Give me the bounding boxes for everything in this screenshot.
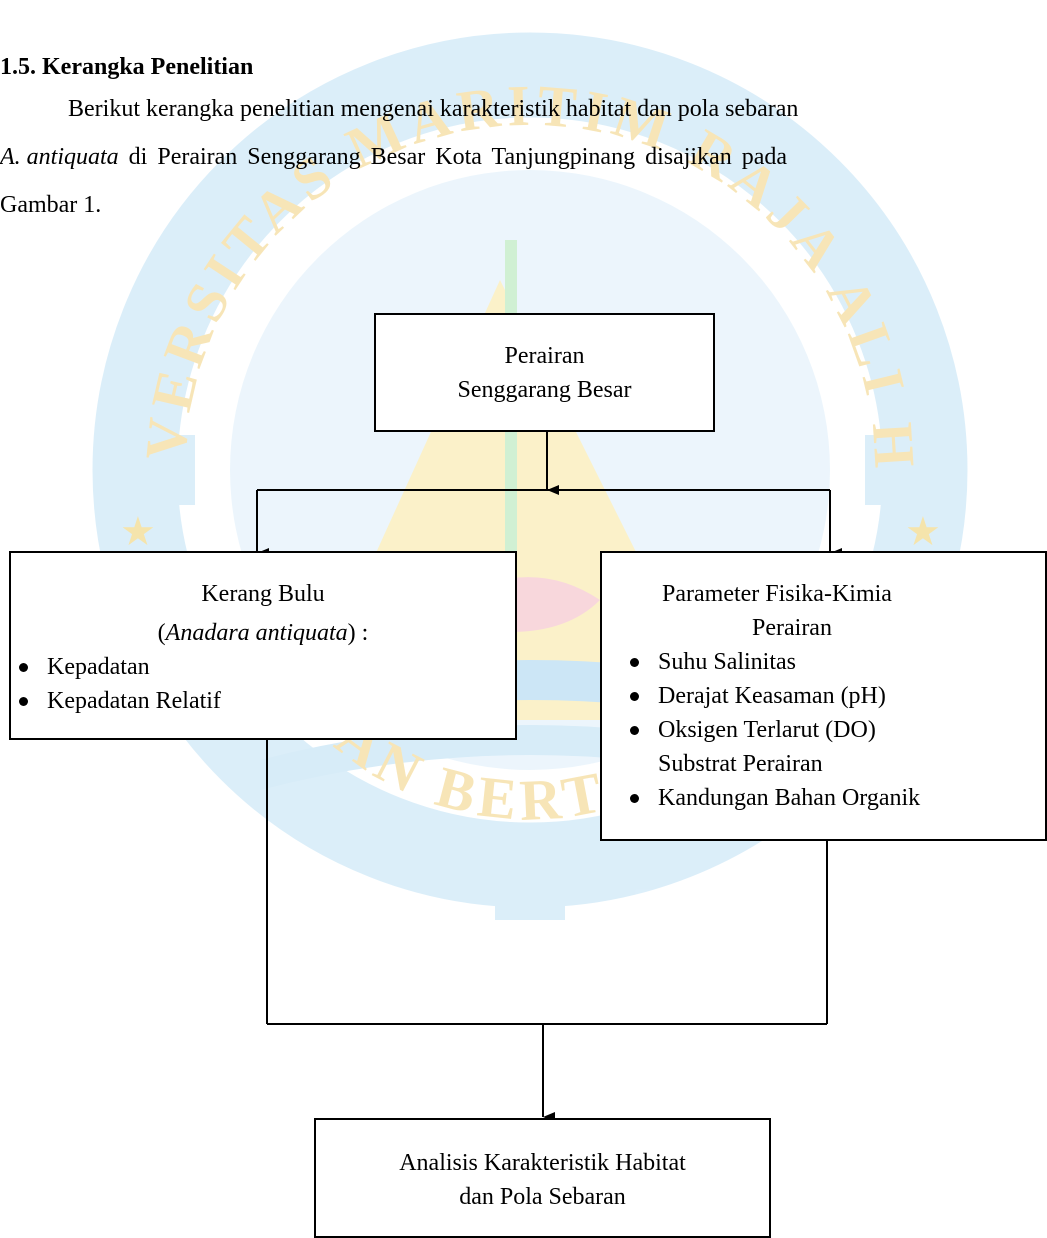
left-box-species: (Anadara antiquata) : — [11, 611, 515, 650]
list-item: Kepadatan — [0, 650, 515, 684]
box-analisis-karakteristik: Analisis Karakteristik Habitat dan Pola … — [314, 1118, 771, 1238]
right-box-title-1: Parameter Fisika-Kimia — [662, 581, 892, 607]
top-box-line-2: Senggarang Besar — [457, 377, 632, 403]
right-box-list: Suhu Salinitas Derajat Keasaman (pH) Oks… — [602, 645, 1045, 815]
top-box-line-1: Perairan — [504, 343, 585, 369]
species-open-paren: ( — [157, 620, 166, 646]
box-parameter-fisika-kimia: Parameter Fisika-Kimia Perairan Suhu Sal… — [600, 551, 1047, 841]
paragraph-line-2: A. antiquata di Perairan Senggarang Besa… — [0, 144, 1047, 171]
box-kerang-bulu: Kerang Bulu (Anadara antiquata) : Kepada… — [9, 551, 517, 740]
right-box-title-2: Perairan — [752, 615, 832, 641]
species-name: Anadara antiquata — [165, 620, 348, 646]
list-item: Substrat Perairan — [658, 751, 823, 777]
list-item: Derajat Keasaman (pH) — [602, 679, 1045, 713]
list-item: Suhu Salinitas — [602, 645, 1045, 679]
paragraph-line-2-rest: di Perairan Senggarang Besar Kota Tanjun… — [118, 144, 788, 170]
section-heading: 1.5. Kerangka Penelitian — [0, 54, 254, 80]
left-box-list: Kepadatan Kepadatan Relatif — [0, 650, 515, 718]
species-abbrev: A. antiquata — [0, 144, 119, 170]
bottom-box-line-2: dan Pola Sebaran — [459, 1184, 626, 1210]
left-box-title: Kerang Bulu — [201, 581, 325, 607]
list-item: Kandungan Bahan Organik — [602, 781, 1045, 815]
list-item: Kepadatan Relatif — [0, 684, 515, 718]
box-perairan-senggarang-besar: Perairan Senggarang Besar — [374, 313, 715, 432]
species-close: ) : — [347, 620, 369, 646]
paragraph-line-3: Gambar 1. — [0, 192, 102, 218]
paragraph-line-1: Berikut kerangka penelitian mengenai kar… — [68, 96, 799, 122]
list-item: Oksigen Terlarut (DO) — [602, 713, 1045, 747]
bottom-box-line-1: Analisis Karakteristik Habitat — [399, 1150, 686, 1176]
